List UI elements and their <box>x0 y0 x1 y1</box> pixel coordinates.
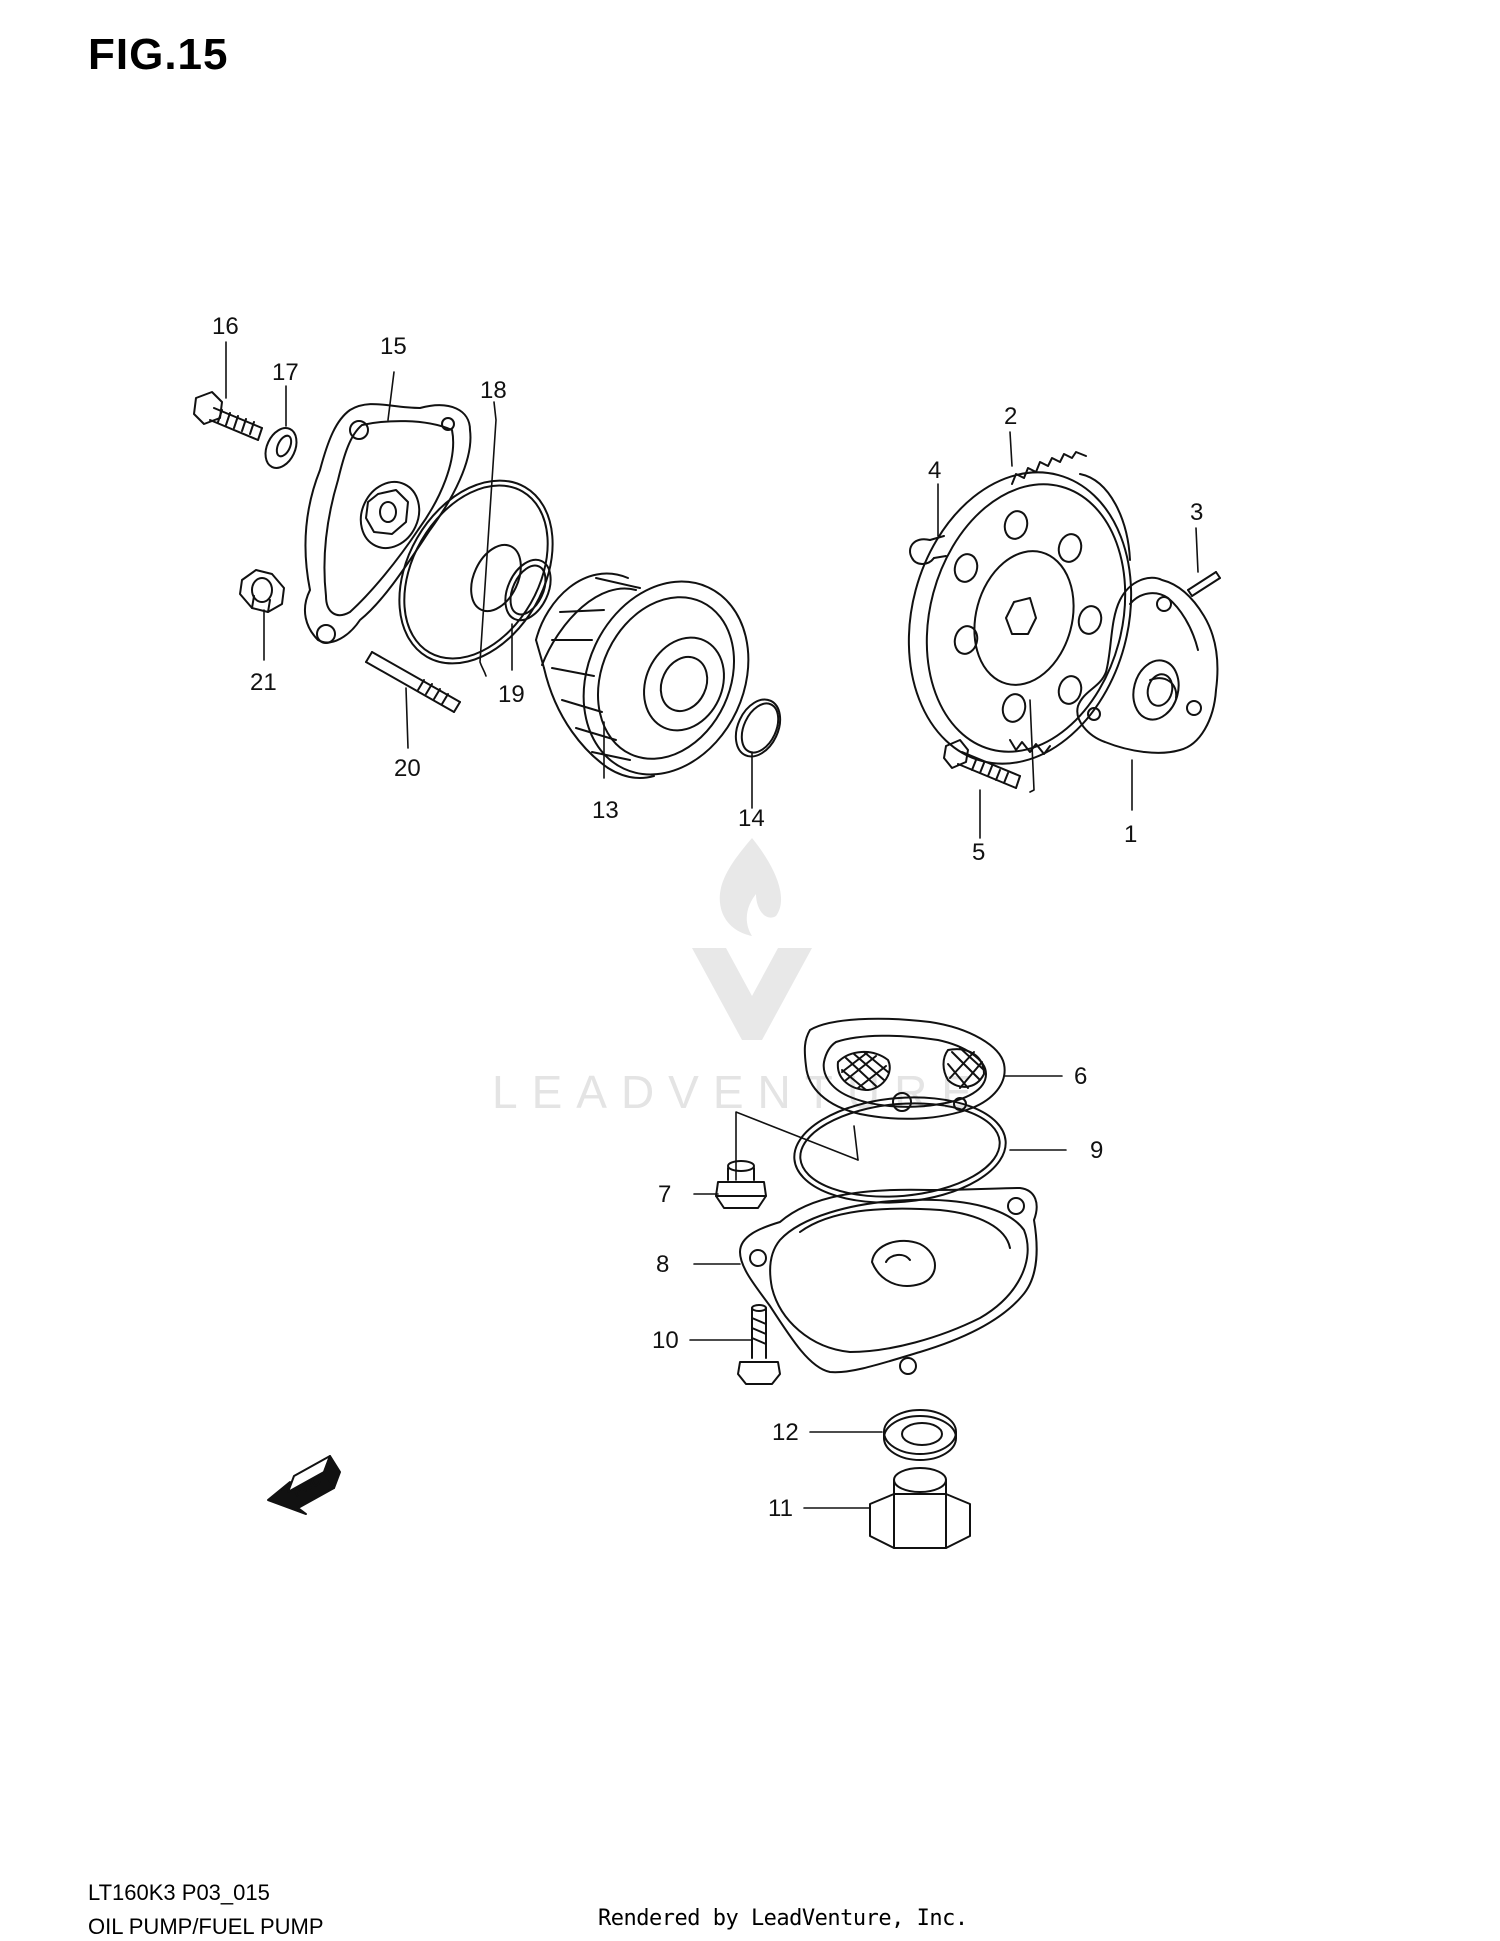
callout-9: 9 <box>1090 1137 1103 1164</box>
part-2-gear <box>907 451 1133 765</box>
part-5-bolt <box>943 739 1021 789</box>
part-8-cap <box>739 1187 1038 1375</box>
part-9-o-ring <box>793 1096 1007 1204</box>
callout-4: 4 <box>928 457 941 484</box>
fwd-arrow-icon <box>267 1455 341 1515</box>
callout-10: 10 <box>652 1327 679 1354</box>
part-11-drain-plug <box>869 1467 971 1549</box>
callout-12: 12 <box>772 1419 799 1446</box>
callout-6: 6 <box>1074 1063 1087 1090</box>
callout-7: 7 <box>658 1181 671 1208</box>
part-7-plug <box>715 1160 767 1209</box>
callout-17: 17 <box>272 359 299 386</box>
part-1-pump-body <box>1076 576 1219 754</box>
callout-11: 11 <box>768 1495 793 1522</box>
figure-title: FIG.15 <box>88 30 229 79</box>
part-19-o-ring <box>470 543 552 622</box>
diagram-name: OIL PUMP/FUEL PUMP <box>88 1914 324 1939</box>
leader-lines <box>225 341 1199 1509</box>
callout-14: 14 <box>738 805 765 832</box>
part-15-cover <box>303 403 472 644</box>
callout-13: 13 <box>592 797 619 824</box>
part-13-oil-filter <box>535 572 750 779</box>
callout-16: 16 <box>212 313 239 340</box>
callout-19: 19 <box>498 681 525 708</box>
render-credit: Rendered by LeadVenture, Inc. <box>598 1906 968 1931</box>
leadventure-watermark: LEADVENTURE <box>492 838 986 1118</box>
callout-3: 3 <box>1190 499 1203 526</box>
callout-5: 5 <box>972 839 985 866</box>
callout-labels: 16 17 15 18 21 19 20 13 14 2 4 3 1 5 6 9… <box>212 313 1203 1522</box>
part-16-bolt <box>193 391 263 441</box>
callout-1: 1 <box>1124 821 1137 848</box>
model-code: LT160K3 P03_015 <box>88 1880 270 1905</box>
part-10-bolt <box>737 1304 781 1385</box>
part-4-clip <box>909 535 947 565</box>
part-6-strainer <box>803 1017 1006 1120</box>
part-20-stud <box>365 651 461 713</box>
watermark-v-icon <box>692 948 812 1040</box>
callout-15: 15 <box>380 333 407 360</box>
part-21-nut <box>239 569 285 613</box>
part-14-o-ring <box>734 698 782 758</box>
callout-8: 8 <box>656 1251 669 1278</box>
callout-2: 2 <box>1004 403 1017 430</box>
part-3-pin <box>1187 571 1221 597</box>
watermark-flame-icon <box>719 838 782 936</box>
watermark-text: LEADVENTURE <box>492 1066 986 1118</box>
callout-18: 18 <box>480 377 507 404</box>
callout-20: 20 <box>394 755 421 782</box>
callout-21: 21 <box>250 669 277 696</box>
part-12-washer <box>883 1409 957 1461</box>
part-17-washer <box>264 427 298 469</box>
